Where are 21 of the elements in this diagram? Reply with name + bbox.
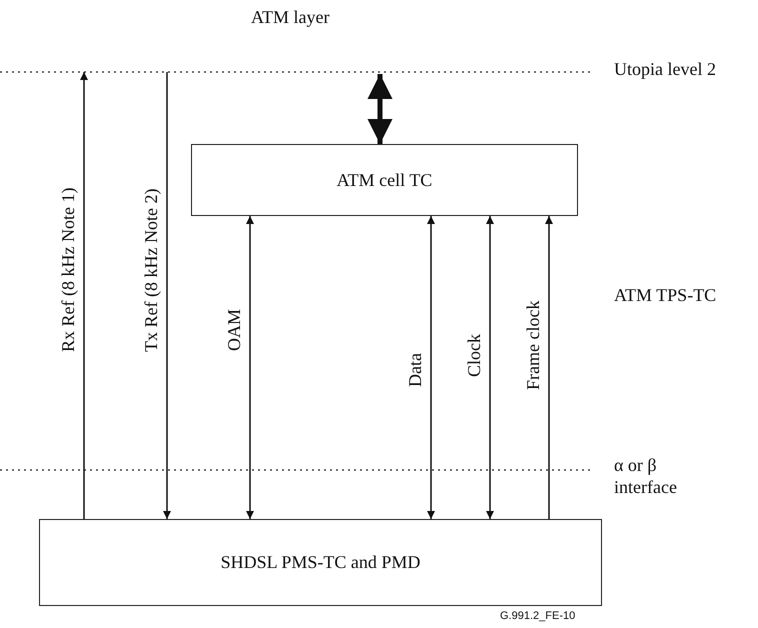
edge-label: Tx Ref (8 kHz Note 2) — [141, 188, 162, 352]
arrow — [545, 216, 553, 519]
box-label: SHDSL PMS-TC and PMD — [220, 552, 420, 573]
layer-label: ATM TPS-TC — [614, 285, 716, 306]
edge-label: Frame clock — [523, 300, 544, 390]
arrow — [80, 72, 88, 519]
edge-label: Clock — [464, 334, 485, 376]
boundary-label: α or β interface — [614, 454, 678, 498]
layer-label: ATM layer — [251, 7, 330, 28]
arrow — [246, 216, 254, 519]
arrow — [368, 74, 392, 144]
process-box — [191, 144, 578, 216]
boundary-label: Utopia level 2 — [614, 59, 716, 80]
edge-label: OAM — [224, 308, 245, 351]
edge-label: Rx Ref (8 kHz Note 1) — [58, 188, 79, 352]
arrow — [163, 72, 171, 519]
arrow — [427, 216, 435, 519]
arrow — [486, 216, 494, 519]
edge-label: Data — [405, 353, 426, 387]
box-label: ATM cell TC — [336, 170, 432, 190]
process-box — [39, 519, 602, 606]
